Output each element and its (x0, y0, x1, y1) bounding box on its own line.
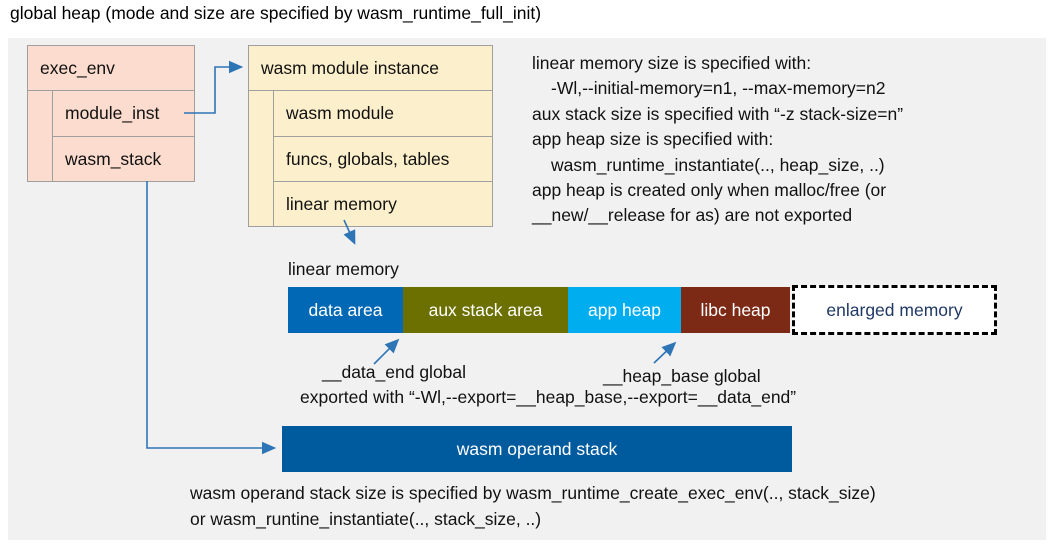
operand-stack-notes: wasm operand stack size is specified by … (190, 481, 876, 532)
segment-libc-heap: libc heap (681, 287, 790, 333)
exec-env-gutter (28, 91, 53, 181)
wasm-operand-stack-bar: wasm operand stack (282, 426, 792, 472)
exec-env-body: module_inst wasm_stack (28, 91, 194, 181)
module-instance-gutter (249, 91, 274, 226)
page-title: global heap (mode and size are specified… (10, 3, 542, 23)
size-notes: linear memory size is specified with: -W… (532, 51, 903, 229)
module-instance-body: wasm module funcs, globals, tables linea… (249, 91, 492, 226)
segment-aux-stack-area: aux stack area (403, 287, 568, 333)
exec-env-box: exec_env module_inst wasm_stack (27, 45, 195, 182)
segment-data-area: data area (288, 287, 403, 333)
module-instance-box: wasm module instance wasm module funcs, … (248, 45, 493, 227)
export-flags-note: exported with “-Wl,--export=__heap_base,… (300, 387, 797, 407)
note-line: wasm_runtime_instantiate(.., heap_size, … (551, 154, 885, 175)
note-line: app heap is created only when malloc/fre… (532, 180, 887, 201)
exec-env-field-module-inst: module_inst (65, 103, 160, 123)
heap-base-global-note: __heap_base global (603, 366, 761, 386)
note-line: aux stack size is specified with “-z sta… (532, 103, 904, 124)
note-line: wasm operand stack size is specified by … (190, 483, 876, 503)
note-line: or wasm_runtine_instantiate(.., stack_si… (190, 508, 542, 529)
exec-env-field-wasm-stack: wasm_stack (53, 136, 194, 181)
module-instance-title: wasm module instance (249, 46, 492, 91)
module-instance-field-wasm-module: wasm module (286, 103, 394, 123)
module-instance-field-funcs-globals-tables: funcs, globals, tables (274, 136, 492, 181)
note-line: __new/__release for as) are not exported (532, 205, 853, 226)
note-line: -Wl,--initial-memory=n1, --max-memory=n2 (551, 78, 886, 99)
exec-env-title: exec_env (28, 46, 194, 91)
linear-memory-bar: data area aux stack area app heap libc h… (288, 287, 790, 333)
module-instance-field-linear-memory: linear memory (274, 181, 492, 226)
segment-enlarged-memory: enlarged memory (792, 285, 997, 335)
note-line: app heap size is specified with: (532, 129, 774, 150)
linear-memory-label: linear memory (288, 259, 399, 279)
segment-app-heap: app heap (568, 287, 681, 333)
note-line: linear memory size is specified with: (532, 53, 812, 73)
data-end-global-note: __data_end global (322, 362, 467, 382)
